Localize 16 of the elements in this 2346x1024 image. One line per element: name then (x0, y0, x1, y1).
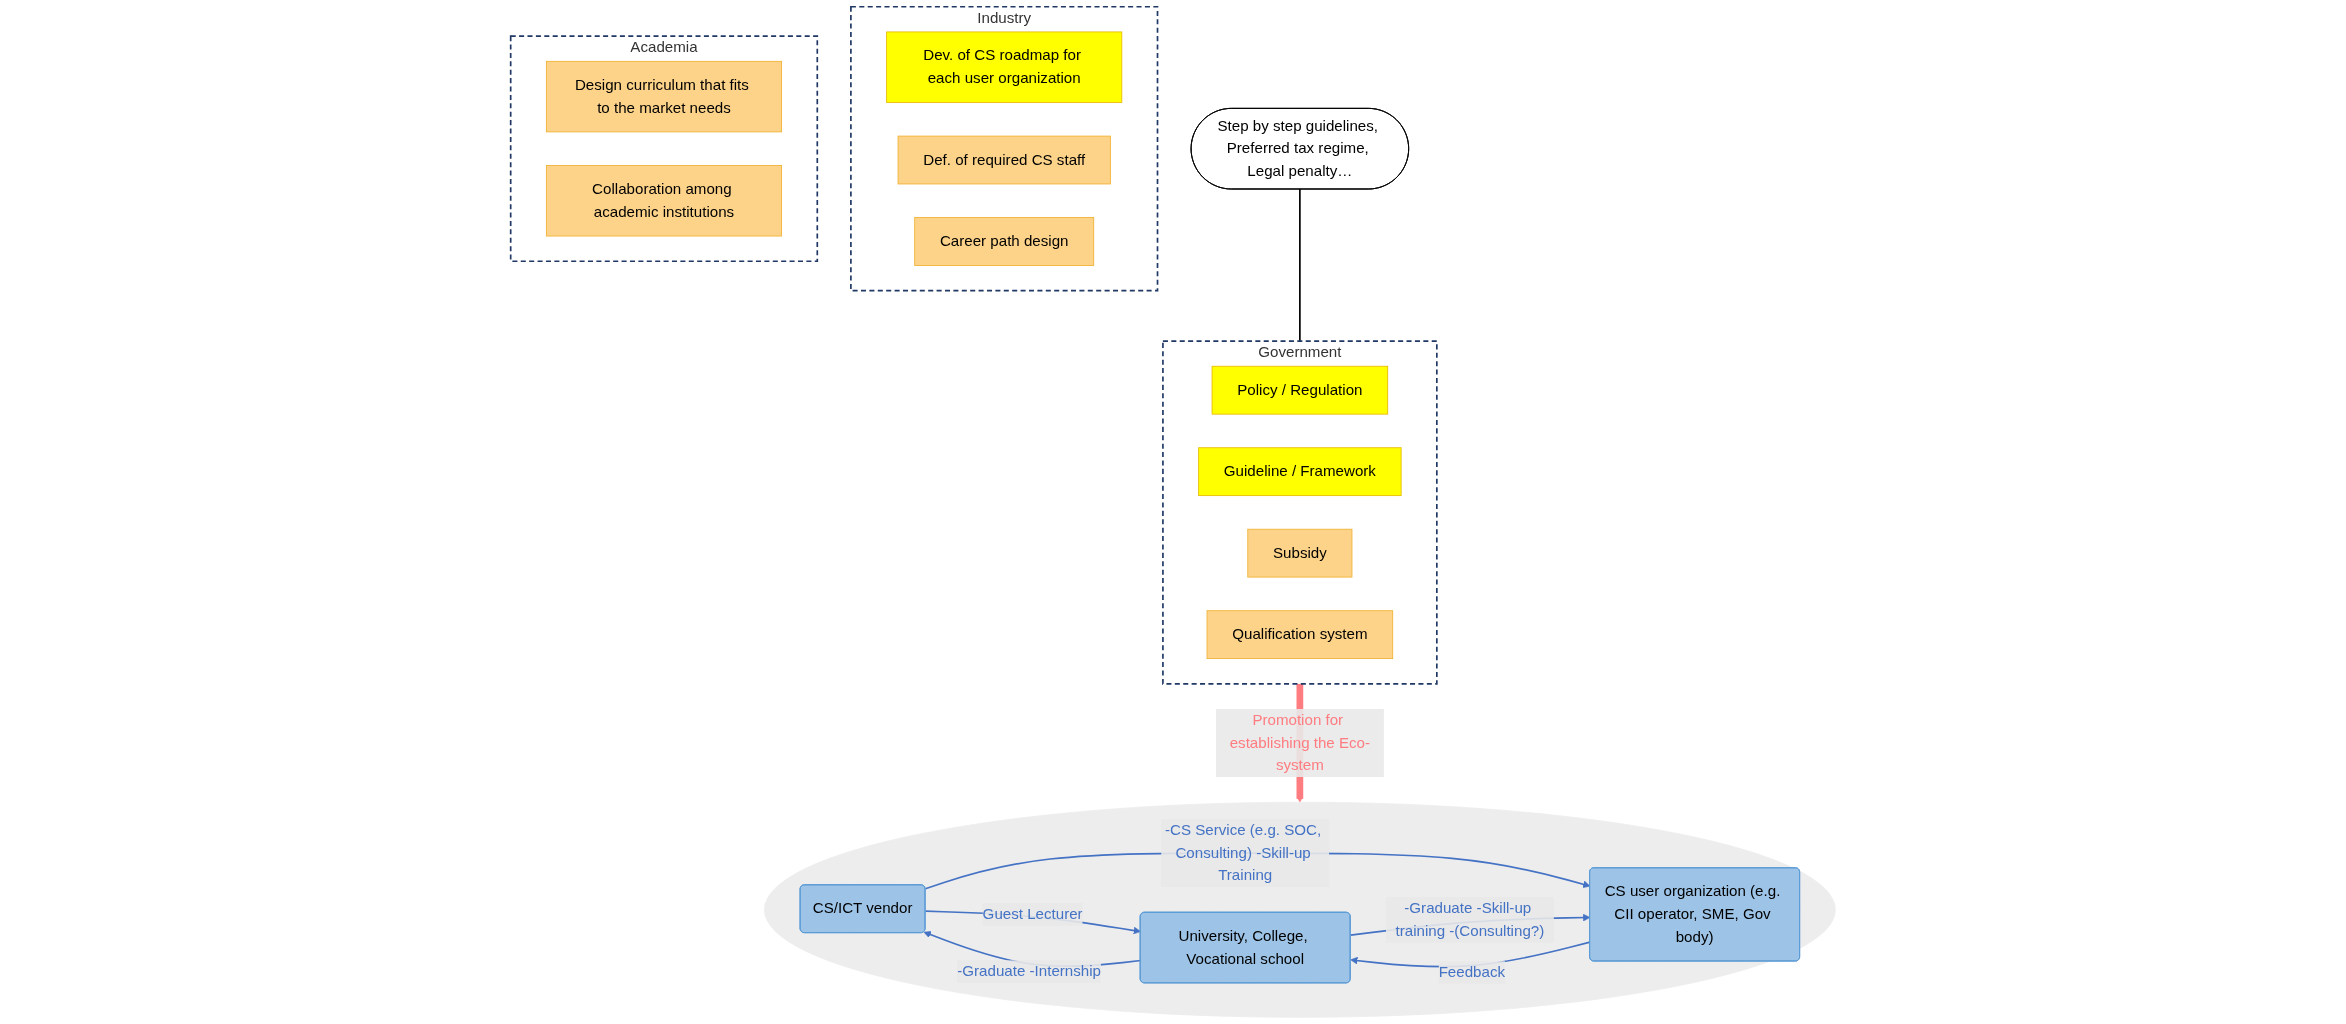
node-box: Design curriculum that fits to the market needs (545, 60, 782, 133)
edge-label: Guest Lecturer (982, 905, 1083, 923)
node-box: Def. of required CS staff (897, 135, 1111, 185)
node-box: Dev. of CS roadmap for each user organization (886, 31, 1123, 103)
edge-label: Promotion for establishing the Eco-system (1229, 711, 1371, 774)
connector (1299, 188, 1301, 342)
node-box: Subsidy (1247, 528, 1353, 578)
node-box: Collaboration among academic institutions (545, 165, 782, 237)
edge-label: Feedback (1438, 963, 1506, 981)
node-box: Career path design (914, 217, 1095, 266)
node-box: Policy / Regulation (1211, 365, 1389, 415)
node-box: Qualification system (1206, 610, 1394, 659)
node-box: Guideline / Framework (1198, 447, 1402, 497)
edge-label: -Graduate -Skill-up training -(Consulting?) (1395, 899, 1545, 940)
edge-label: -CS Service (e.g. SOC, Consulting) -Skill-up Training (1164, 821, 1322, 884)
edge-label: -Graduate -Internship (957, 962, 1102, 980)
